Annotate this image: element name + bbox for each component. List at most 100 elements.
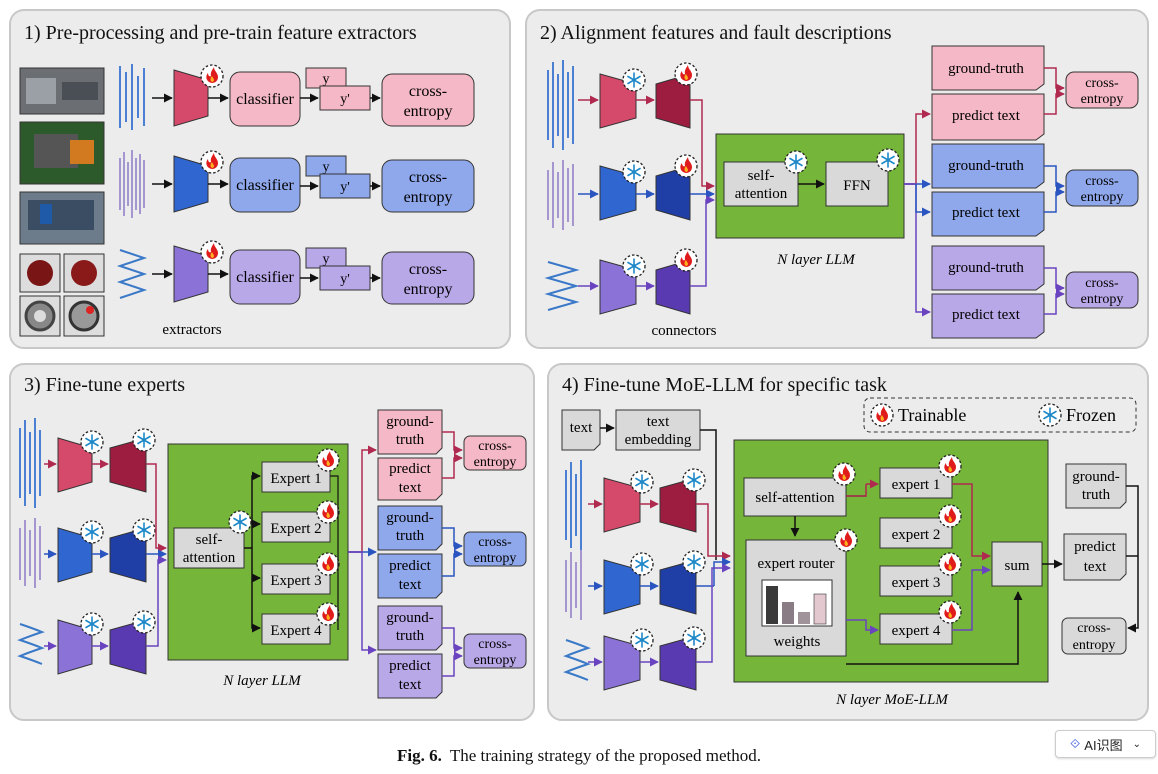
svg-text:weights: weights bbox=[774, 634, 821, 650]
panel-3: 3) Fine-tune experts self- attention bbox=[9, 363, 535, 721]
svg-text:truth: truth bbox=[396, 432, 425, 448]
experts-p4: expert 1 expert 2 expert 3 expert 4 bbox=[879, 454, 962, 645]
flame-icon bbox=[674, 62, 698, 86]
svg-text:expert router: expert router bbox=[757, 556, 834, 572]
svg-text:text: text bbox=[647, 414, 670, 430]
svg-text:y': y' bbox=[340, 92, 350, 107]
snowflake-icon bbox=[682, 468, 706, 492]
sum-box bbox=[991, 541, 1043, 587]
svg-text:entropy: entropy bbox=[474, 455, 517, 470]
svg-text:cross-: cross- bbox=[409, 261, 447, 278]
signal-purple bbox=[544, 261, 580, 311]
snowflake-icon bbox=[132, 518, 156, 542]
output-purple: ground-truth predict text cross- entropy bbox=[931, 245, 1139, 339]
svg-text:text: text bbox=[570, 420, 593, 436]
flame-icon bbox=[200, 240, 224, 264]
panel-3-title: 3) Fine-tune experts bbox=[24, 374, 185, 396]
chevron-down-icon: ⌄ bbox=[1132, 738, 1141, 750]
svg-text:entropy: entropy bbox=[404, 281, 453, 298]
extractor-2 bbox=[173, 155, 209, 213]
self-attention-box-p4 bbox=[743, 477, 847, 517]
llm-label-p3: N layer LLM bbox=[222, 673, 302, 689]
svg-text:cross-: cross- bbox=[1085, 174, 1119, 189]
snowflake-icon bbox=[876, 148, 900, 172]
svg-text:ground-: ground- bbox=[386, 510, 434, 526]
flame-icon bbox=[938, 504, 962, 528]
svg-text:expert 1: expert 1 bbox=[892, 477, 941, 493]
svg-text:entropy: entropy bbox=[404, 103, 453, 120]
svg-text:embedding: embedding bbox=[625, 432, 692, 448]
panel-2-title: 2) Alignment features and fault descript… bbox=[540, 22, 892, 44]
svg-text:text: text bbox=[399, 577, 422, 593]
svg-text:text: text bbox=[399, 480, 422, 496]
svg-text:y': y' bbox=[340, 180, 350, 195]
flame-icon bbox=[316, 448, 340, 472]
svg-text:ground-truth: ground-truth bbox=[948, 260, 1024, 276]
classifier-1-label: classifier bbox=[236, 91, 294, 108]
svg-text:entropy: entropy bbox=[1073, 638, 1116, 653]
cross-entropy-1 bbox=[381, 73, 475, 127]
llm-label: N layer LLM bbox=[776, 252, 856, 268]
snowflake-icon bbox=[80, 520, 104, 544]
svg-text:expert 3: expert 3 bbox=[892, 575, 941, 591]
scan-icon: ⟐ bbox=[1070, 736, 1081, 751]
svg-text:ground-: ground- bbox=[386, 414, 434, 430]
experts-p3: Expert 1 Expert 2 Expert 3 Expert 4 bbox=[261, 448, 340, 645]
flame-icon bbox=[674, 154, 698, 178]
caption-label: Fig. 6. bbox=[397, 746, 442, 765]
flame-icon bbox=[834, 528, 858, 552]
svg-text:entropy: entropy bbox=[404, 189, 453, 206]
svg-text:cross-: cross- bbox=[1085, 276, 1119, 291]
svg-text:ground-truth: ground-truth bbox=[948, 158, 1024, 174]
y-pair-1: y y' bbox=[305, 67, 371, 111]
flame-icon bbox=[200, 64, 224, 88]
snowflake-icon bbox=[132, 610, 156, 634]
svg-text:predict text: predict text bbox=[952, 307, 1021, 323]
panel-4: 4) Fine-tune MoE-LLM for specific task T… bbox=[547, 363, 1149, 721]
svg-text:FFN: FFN bbox=[843, 178, 871, 194]
snowflake-icon bbox=[682, 550, 706, 574]
svg-text:attention: attention bbox=[183, 550, 236, 566]
snowflake-icon bbox=[622, 254, 646, 278]
svg-text:ground-: ground- bbox=[386, 610, 434, 626]
self-attention-box-p3 bbox=[173, 527, 245, 569]
svg-text:y: y bbox=[323, 160, 330, 175]
text-input-box bbox=[561, 409, 601, 451]
signal-blue bbox=[547, 160, 574, 230]
ai-button-label: AI识图 bbox=[1084, 737, 1123, 753]
moe-llm-label: N layer MoE-LLM bbox=[835, 692, 949, 708]
ai-recognize-button[interactable]: ⟐ AI识图 ⌄ bbox=[1055, 730, 1156, 758]
svg-text:predict text: predict text bbox=[952, 205, 1021, 221]
svg-text:entropy: entropy bbox=[1081, 292, 1124, 307]
legend-trainable: Trainable bbox=[898, 405, 966, 425]
flame-icon bbox=[938, 454, 962, 478]
classifier-3-label: classifier bbox=[236, 269, 294, 286]
output-p3-red: ground- truth predict text cross- entrop… bbox=[377, 409, 527, 501]
svg-text:sum: sum bbox=[1004, 558, 1029, 574]
svg-text:cross-: cross- bbox=[409, 169, 447, 186]
cross-entropy-3 bbox=[381, 251, 475, 305]
classifier-2 bbox=[229, 157, 301, 213]
output-p3-blue: ground- truth predict text cross- entrop… bbox=[377, 505, 527, 599]
svg-text:y: y bbox=[323, 72, 330, 87]
svg-text:ground-: ground- bbox=[1072, 469, 1120, 485]
signal-red bbox=[547, 60, 574, 150]
svg-text:ground-truth: ground-truth bbox=[948, 61, 1024, 77]
flame-icon bbox=[316, 602, 340, 626]
legend: Trainable Frozen bbox=[863, 397, 1137, 433]
extractors-label: extractors bbox=[162, 322, 221, 338]
svg-text:self-: self- bbox=[196, 532, 223, 548]
svg-text:cross-: cross- bbox=[478, 439, 512, 454]
classifier-2-label: classifier bbox=[236, 177, 294, 194]
snowflake-icon bbox=[80, 612, 104, 636]
snowflake-icon bbox=[682, 626, 706, 650]
connectors-label: connectors bbox=[652, 323, 717, 339]
snowflake-icon bbox=[1038, 403, 1062, 427]
snowflake-icon bbox=[630, 470, 654, 494]
figure-caption: Fig. 6.The training strategy of the prop… bbox=[0, 746, 1158, 766]
svg-text:Expert 3: Expert 3 bbox=[270, 573, 321, 589]
svg-text:predict: predict bbox=[389, 658, 431, 674]
classifier-1 bbox=[229, 71, 301, 127]
snowflake-icon bbox=[80, 430, 104, 454]
svg-text:y': y' bbox=[340, 272, 350, 287]
